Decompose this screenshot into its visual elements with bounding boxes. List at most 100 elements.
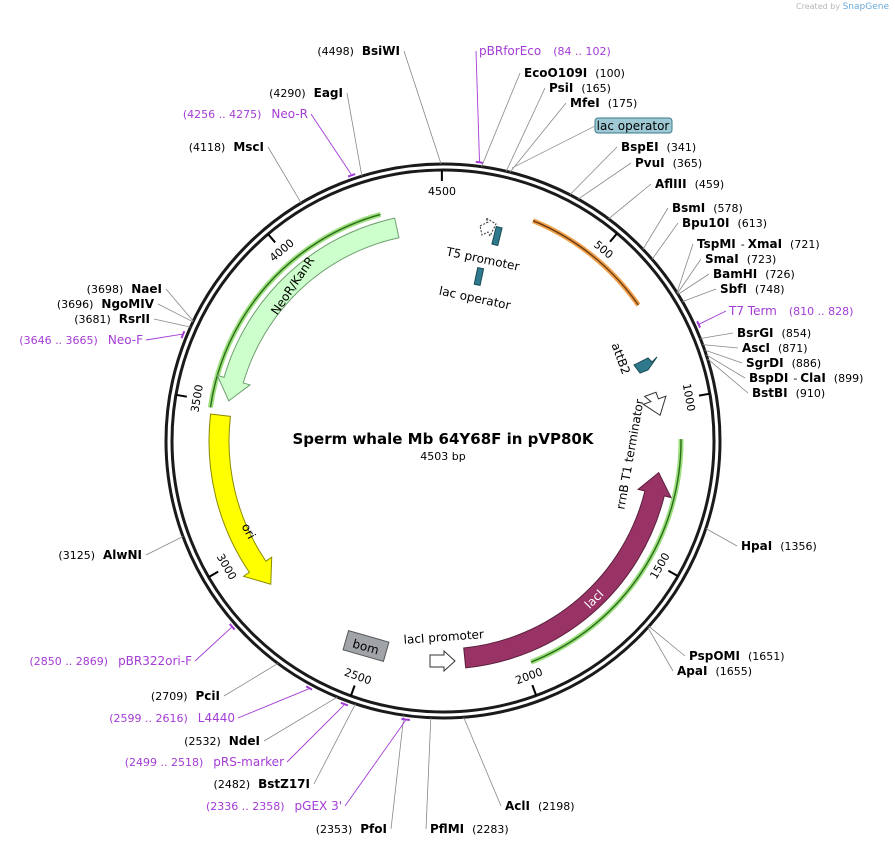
orf-arc-orange-core xyxy=(532,220,639,306)
orf-arc-green-core xyxy=(530,439,682,663)
primer-mark xyxy=(180,330,186,339)
enzyme-leader xyxy=(706,354,746,379)
primer-label: (4256 .. 4275)Neo-R xyxy=(183,107,308,121)
primer-label: (3646 .. 3665)Neo-F xyxy=(19,333,143,347)
terminator-arrow xyxy=(642,391,667,417)
primer-label: T7 Term(810 .. 828) xyxy=(728,304,853,318)
credit-prefix: Created by xyxy=(796,2,841,11)
tick-label: 3500 xyxy=(188,384,206,414)
primer-leader xyxy=(699,310,727,325)
tick-mark xyxy=(531,684,538,696)
primer-label: (2336 .. 2358)pGEX 3' xyxy=(206,799,342,813)
tick-mark xyxy=(667,569,679,578)
enzyme-label: (3698)NaeI xyxy=(87,282,162,296)
primer-leader xyxy=(286,704,345,763)
enzyme-leader xyxy=(676,243,694,293)
rrnB-terminator-label: rrnB T1 terminator xyxy=(613,398,646,510)
enzyme-label: BstBI(910) xyxy=(752,386,825,400)
enzyme-leader xyxy=(223,663,279,697)
enzyme-label: (3681)RsrII xyxy=(74,312,150,326)
enzyme-leader xyxy=(677,273,710,295)
enzyme-leader xyxy=(263,696,338,742)
features-layer: lacI ori NeoR/KanR bom lacI promoter rrn… xyxy=(207,117,684,673)
enzyme-label: AclI(2198) xyxy=(505,799,575,813)
snapgene-logo: SnapGene xyxy=(842,2,889,12)
map-title: Sperm whale Mb 64Y68F in pVP80K xyxy=(292,430,594,448)
enzyme-leader xyxy=(707,358,749,394)
primer-label: (2499 .. 2518)pRS-marker xyxy=(125,755,284,769)
enzyme-label: SgrDI(886) xyxy=(746,356,821,370)
enzyme-label: (2353)PfoI xyxy=(316,822,387,836)
enzyme-leader xyxy=(705,528,738,547)
enzyme-label: (2532)NdeI xyxy=(184,734,260,748)
primer-mark xyxy=(401,717,411,722)
backbone-outer xyxy=(164,162,722,720)
enzyme-leader xyxy=(403,50,442,165)
primer-mark xyxy=(228,623,236,631)
enzyme-leader xyxy=(145,536,184,556)
tick-mark xyxy=(208,570,219,579)
t5-promoter-arrow xyxy=(479,216,497,238)
primer-mark xyxy=(696,320,702,328)
enzyme-label: Bpu10I(613) xyxy=(682,216,767,230)
lacI-promoter-arrow xyxy=(429,649,456,673)
enzyme-leader xyxy=(153,318,191,328)
lac-operator-label: lac operator xyxy=(438,284,512,313)
enzyme-leader xyxy=(390,715,405,830)
enzyme-label: BspDI-ClaI(899) xyxy=(749,371,863,385)
ori-label: ori xyxy=(239,521,259,541)
backbone-inner xyxy=(170,168,716,714)
tick-label: 3000 xyxy=(214,551,239,582)
enzyme-label: BsrGI(854) xyxy=(737,326,811,340)
orf-arc-orange xyxy=(532,218,641,307)
enzyme-label: PvuI(365) xyxy=(635,156,702,170)
enzyme-leader xyxy=(346,92,363,177)
restriction-sites: (4498)BsiWIEcoO109I(100)PsiI(165)MfeI(17… xyxy=(57,44,864,836)
ori-arrow xyxy=(208,413,273,585)
enzyme-leader xyxy=(702,344,739,349)
enzyme-label: (4118)MscI xyxy=(189,140,264,154)
enzyme-leader xyxy=(425,717,432,830)
enzyme-leader xyxy=(651,222,679,260)
enzyme-label: MfeI(175) xyxy=(570,96,637,110)
attB2-label: attB2 xyxy=(609,341,633,376)
enzyme-leader xyxy=(463,717,502,807)
enzyme-label: (2482)BstZ17I xyxy=(214,777,310,791)
enzyme-leader xyxy=(481,72,521,167)
primer-leader xyxy=(310,113,352,175)
primer-mark xyxy=(475,160,483,164)
t5-operator-bar xyxy=(491,225,503,247)
enzyme-label: (2709)PciI xyxy=(151,689,220,703)
enzyme-label: HpaI(1356) xyxy=(741,539,817,553)
enzyme-leader xyxy=(165,288,194,322)
primer-sites: pBRforEco(84 .. 102) T7 Term(810 .. 828) (… xyxy=(19,44,853,813)
primer-label: (2850 .. 2869)pBR322ori-F xyxy=(30,654,193,668)
primer-mark xyxy=(340,701,349,707)
lacI-promoter-label: lacI promoter xyxy=(403,627,484,647)
enzyme-leader xyxy=(647,627,674,672)
primer-mark xyxy=(347,173,356,178)
enzyme-leader xyxy=(642,207,669,250)
enzyme-label: BsmI(578) xyxy=(672,201,743,215)
primer-mark xyxy=(305,685,313,691)
enzyme-leader xyxy=(704,349,743,364)
enzyme-label: (3696)NgoMIV xyxy=(57,297,155,311)
enzyme-label: EcoO109I(100) xyxy=(524,66,625,80)
map-length: 4503 bp xyxy=(420,450,465,463)
enzyme-leader xyxy=(608,183,652,220)
tick-label: 2000 xyxy=(514,665,545,687)
enzyme-label: BspEI(341) xyxy=(621,140,696,154)
enzyme-leader xyxy=(577,162,632,200)
tick-mark xyxy=(267,233,276,244)
enzyme-leader xyxy=(700,332,734,339)
neo-kanr-gene-arrow xyxy=(216,217,400,402)
snapgene-credit: Created by SnapGene xyxy=(796,2,889,12)
enzyme-leader xyxy=(157,303,194,323)
primer-label: pBRforEco(84 .. 102) xyxy=(479,44,611,58)
lacI-gene-arrow xyxy=(463,471,673,669)
enzyme-label: BamHI(726) xyxy=(713,267,795,281)
primer-label: (2599 .. 2616)L4440 xyxy=(109,711,235,725)
enzyme-label: AscI(871) xyxy=(742,341,808,355)
